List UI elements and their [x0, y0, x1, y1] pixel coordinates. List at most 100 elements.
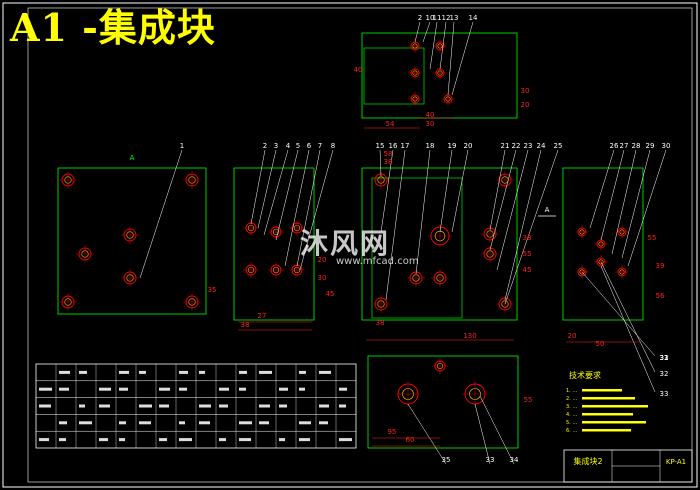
drawing-title: A1 -集成块: [10, 5, 216, 50]
table-cell-text: [79, 370, 87, 374]
tech-line-text: [582, 429, 631, 432]
table-cell-text: [239, 387, 246, 391]
dim-label: 55: [524, 396, 533, 404]
table-cell-text: [299, 421, 311, 425]
table-cell-text: [39, 387, 52, 391]
leader-line: [414, 21, 421, 43]
table-cell-text: [119, 387, 128, 391]
tech-line: 5. …: [566, 420, 577, 426]
tech-line-text: [582, 397, 635, 400]
balloon-number: 10: [426, 14, 435, 22]
balloon-number: 17: [401, 142, 410, 150]
balloon-number: 30: [662, 142, 671, 150]
view1-outline: [57, 167, 207, 315]
tech-line-text: [582, 413, 633, 416]
dim-label: 38: [523, 234, 532, 242]
table-cell-text: [259, 404, 270, 408]
leader-line: [250, 149, 266, 225]
table-cell-text: [179, 438, 192, 442]
table-cell-text: [139, 421, 151, 425]
balloon-number: 29: [646, 142, 655, 150]
dim-label: 35: [208, 286, 217, 294]
tech-line: 6. …: [566, 428, 577, 434]
balloon-number: 5: [296, 142, 300, 150]
dim-label: 20: [521, 101, 530, 109]
table-cell-text: [119, 438, 125, 442]
tech-line-text: [582, 389, 622, 392]
leader-line: [263, 149, 289, 236]
balloon-number: 26: [610, 142, 619, 150]
table-cell-text: [179, 421, 185, 425]
table-cell-text: [159, 404, 169, 408]
balloon-number: 20: [464, 142, 473, 150]
tech-line-text: [582, 405, 648, 408]
balloon-number: 35: [442, 456, 451, 464]
top-view-outline: [361, 32, 518, 119]
table-cell-text: [39, 438, 49, 442]
dim-label: 40: [426, 111, 435, 119]
dim-label: 130: [463, 332, 476, 340]
dim-label: 20: [568, 332, 577, 340]
leader-line: [380, 149, 394, 233]
balloon-number: 33: [660, 354, 669, 362]
dim-label: 56: [656, 292, 665, 300]
table-cell-text: [59, 387, 69, 391]
balloon-number: 21: [501, 142, 510, 150]
view4-outline: [562, 167, 644, 321]
leader-line: [581, 271, 656, 357]
balloon-number: 33: [486, 456, 495, 464]
leader-line: [439, 21, 447, 70]
leader-line: [422, 21, 431, 43]
balloon-number: 34: [510, 456, 519, 464]
dim-label: 30: [318, 274, 327, 282]
table-cell-text: [79, 421, 92, 425]
watermark-brand: 沐风网: [300, 227, 391, 260]
table-cell-text: [219, 387, 229, 391]
dim-label: 54: [386, 120, 395, 128]
dim-label: 38: [384, 158, 393, 166]
leader-line: [451, 21, 474, 96]
dim-label: 27: [258, 312, 267, 320]
balloon-number: 23: [524, 142, 533, 150]
table-cell-text: [59, 438, 66, 442]
table-cell-text: [119, 370, 129, 374]
leader-line: [504, 149, 559, 305]
dim-label: 38: [241, 321, 250, 329]
balloon-number: 11: [433, 14, 442, 22]
leader-line: [627, 149, 667, 267]
dim-label: 30: [521, 87, 530, 95]
balloon-number: 12: [442, 14, 451, 22]
table-cell-text: [239, 421, 252, 425]
dim-label: 50: [596, 340, 605, 348]
balloon-number: 3: [274, 142, 278, 150]
balloon-number: 31: [660, 354, 669, 362]
table-cell-text: [299, 387, 305, 391]
balloon-number: 15: [376, 142, 385, 150]
leader-line: [621, 149, 651, 259]
table-cell-text: [239, 438, 251, 442]
table-cell-text: [59, 421, 67, 425]
balloon-number: 33: [660, 390, 669, 398]
leader-line: [439, 149, 453, 233]
dim-label: 20: [318, 256, 327, 264]
balloon-number: 18: [426, 142, 435, 150]
table-cell-text: [139, 404, 152, 408]
table-cell-text: [199, 404, 211, 408]
dim-label: 58: [384, 150, 393, 158]
balloon-number: 8: [331, 142, 335, 150]
leader-line: [600, 265, 656, 393]
leader-line: [284, 149, 310, 267]
tech-line: 4. …: [566, 412, 577, 418]
leader-line: [479, 395, 515, 465]
leader-line: [447, 21, 455, 96]
title-block-name: 集成块2: [573, 456, 602, 466]
leader-line: [589, 149, 615, 229]
table-cell-text: [59, 370, 70, 374]
table-cell-text: [339, 438, 352, 442]
table-cell-text: [159, 438, 167, 442]
